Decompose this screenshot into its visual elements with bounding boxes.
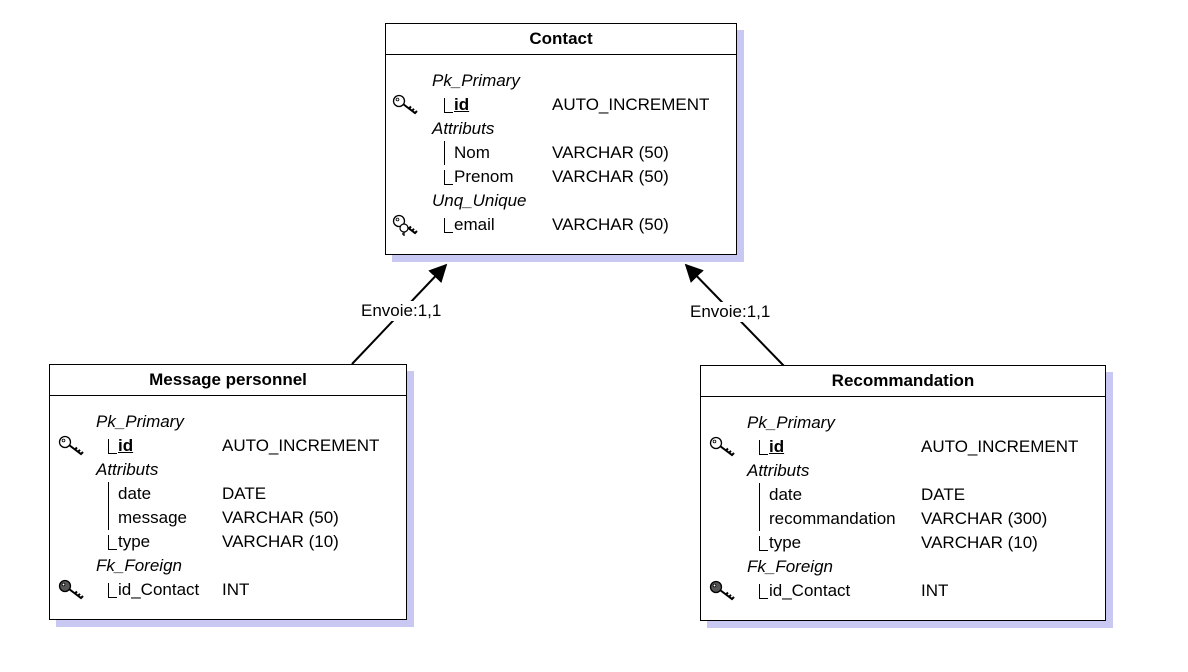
field-type: INT xyxy=(222,580,250,599)
field-type: VARCHAR (50) xyxy=(552,215,669,234)
tree-connector xyxy=(759,536,768,551)
unique-row[interactable]: email VARCHAR (50) xyxy=(386,213,736,237)
fk-row[interactable]: id_Contact INT xyxy=(701,579,1105,603)
tree-connector xyxy=(759,584,768,599)
tree-connector xyxy=(444,170,453,185)
pk-row[interactable]: id AUTO_INCREMENT xyxy=(701,435,1105,459)
foreign-key-icon xyxy=(58,579,88,601)
entity-recommandation[interactable]: Recommandation Pk_Primary id AUTO_INCREM… xyxy=(700,365,1106,621)
group-attributes: Attributs xyxy=(96,460,159,479)
tree-connector xyxy=(759,440,768,455)
field-name: Nom xyxy=(454,143,490,162)
foreign-key-icon xyxy=(709,580,739,602)
field-name: date xyxy=(769,485,803,504)
field-name: id_Contact xyxy=(769,581,851,600)
field-type: INT xyxy=(921,581,949,600)
tree-connector xyxy=(759,483,768,507)
field-name: recommandation xyxy=(769,509,896,528)
entity-contact[interactable]: Contact Pk_Primary id AUTO_INCREMENT Att… xyxy=(385,23,737,255)
tree-connector xyxy=(108,439,117,454)
group-foreign-key: Fk_Foreign xyxy=(96,556,182,575)
field-name: message xyxy=(118,508,187,527)
group-primary-key: Pk_Primary xyxy=(432,71,520,90)
pk-row[interactable]: id AUTO_INCREMENT xyxy=(50,434,406,458)
attr-row[interactable]: date DATE xyxy=(50,482,406,506)
tree-connector xyxy=(108,583,117,598)
group-primary-key: Pk_Primary xyxy=(747,413,835,432)
group-primary-key: Pk_Primary xyxy=(96,412,184,431)
field-type: AUTO_INCREMENT xyxy=(921,437,1079,456)
group-foreign-key: Fk_Foreign xyxy=(747,557,833,576)
field-type: DATE xyxy=(921,485,966,504)
field-type: VARCHAR (10) xyxy=(222,532,339,551)
field-name: date xyxy=(118,484,152,503)
relationship-label-recommandation: Envoie:1,1 xyxy=(688,302,773,322)
attr-row[interactable]: type VARCHAR (10) xyxy=(701,531,1105,555)
field-name: email xyxy=(454,215,495,234)
tree-connector xyxy=(759,507,768,531)
field-type: VARCHAR (50) xyxy=(222,508,339,527)
field-name: Prenom xyxy=(454,167,514,186)
attr-row[interactable]: type VARCHAR (10) xyxy=(50,530,406,554)
field-type: VARCHAR (10) xyxy=(921,533,1038,552)
unique-key-icon xyxy=(392,214,422,236)
attr-row[interactable]: date DATE xyxy=(701,483,1105,507)
primary-key-icon xyxy=(58,435,88,457)
primary-key-icon xyxy=(392,94,422,116)
group-attributes: Attributs xyxy=(432,119,495,138)
field-type: AUTO_INCREMENT xyxy=(552,95,710,114)
tree-connector xyxy=(444,141,453,165)
tree-connector xyxy=(108,482,117,506)
entity-title: Contact xyxy=(386,24,736,55)
pk-row[interactable]: id AUTO_INCREMENT xyxy=(386,93,736,117)
entity-title: Recommandation xyxy=(701,366,1105,397)
attr-row[interactable]: Prenom VARCHAR (50) xyxy=(386,165,736,189)
field-type: VARCHAR (300) xyxy=(921,509,1048,528)
group-attributes: Attributs xyxy=(747,461,810,480)
field-name: id_Contact xyxy=(118,580,200,599)
fk-row[interactable]: id_Contact INT xyxy=(50,578,406,602)
tree-connector xyxy=(108,535,117,550)
field-name: id xyxy=(769,437,785,456)
attr-row[interactable]: message VARCHAR (50) xyxy=(50,506,406,530)
field-type: VARCHAR (50) xyxy=(552,167,669,186)
relationship-label-message: Envoie:1,1 xyxy=(359,301,444,321)
field-name: type xyxy=(769,533,802,552)
field-type: DATE xyxy=(222,484,267,503)
attr-row[interactable]: recommandation VARCHAR (300) xyxy=(701,507,1105,531)
field-name: id xyxy=(118,436,134,455)
tree-connector xyxy=(108,506,117,530)
primary-key-icon xyxy=(709,436,739,458)
entity-title: Message personnel xyxy=(50,365,406,396)
field-name: type xyxy=(118,532,151,551)
group-unique: Unq_Unique xyxy=(432,191,527,210)
field-type: VARCHAR (50) xyxy=(552,143,669,162)
field-name: id xyxy=(454,95,470,114)
field-type: AUTO_INCREMENT xyxy=(222,436,380,455)
attr-row[interactable]: Nom VARCHAR (50) xyxy=(386,141,736,165)
entity-message-personnel[interactable]: Message personnel Pk_Primary id AUTO_INC… xyxy=(49,364,407,620)
tree-connector xyxy=(444,218,453,233)
tree-connector xyxy=(444,98,453,113)
